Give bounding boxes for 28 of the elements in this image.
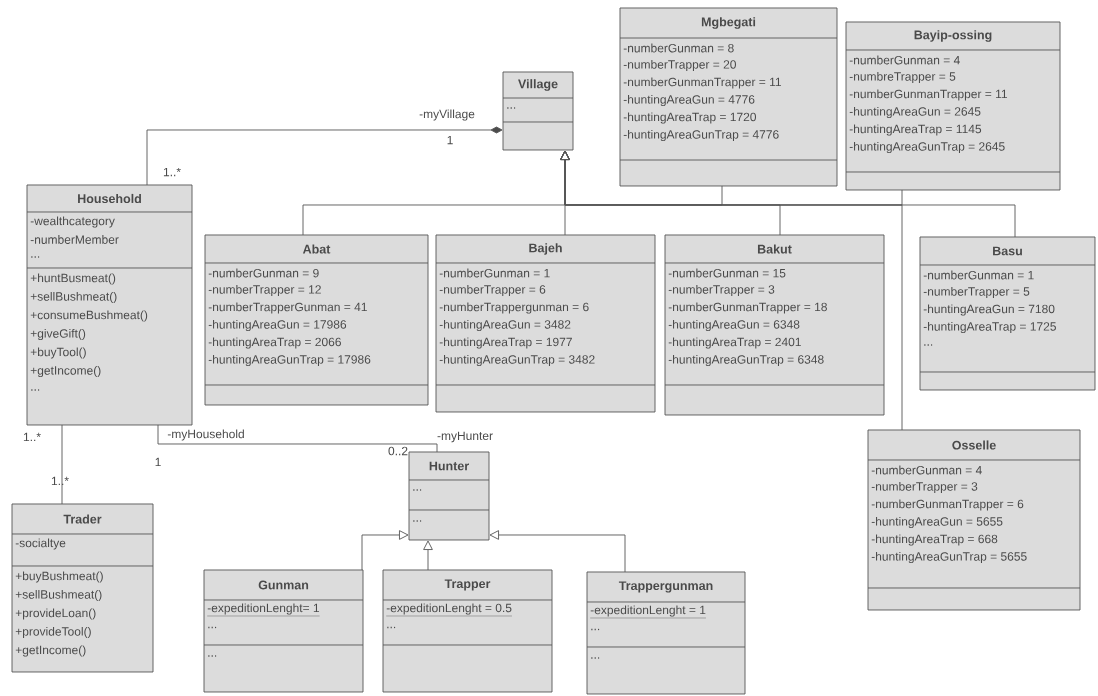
association-line — [157, 424, 438, 453]
class-box: Trapper -expeditionLenght = 0.5 ... — [382, 569, 553, 693]
multiplicity: 0..2 — [388, 446, 408, 456]
generalization-arrow — [361, 530, 409, 571]
role-name: -myHunter — [437, 431, 493, 443]
multiplicity: 1..* — [51, 476, 69, 486]
role-name: -myVillage — [419, 109, 475, 121]
class-box: Bayip-ossing -numberGunman = 4 -numbreTrapper = 5 -numberGunmanTrapper = 11 -huntingAreaGun = 2645 -huntingAreaTrap = 1145 -huntingAreaGunTrap = 2645 — [845, 21, 1061, 191]
generalization-arrow — [423, 540, 433, 571]
class-box: Village ... — [502, 71, 574, 151]
class-box: Basu -numberGunman = 1 -numberTrapper = 5 -huntingAreaGun = 7180 -huntingAreaTrap = 1725 ... — [919, 236, 1096, 391]
composition-line — [146, 126, 503, 186]
class-box: Household -wealthcategory -numberMember ... +huntBusmeat() +sellBushmeat() +consumeBushmeat() +giveGift() +buyTool() +getIncome() ... — [26, 184, 193, 426]
class-box: Abat -numberGunman = 9 -numberTrapper = 12 -numberTrapperGunman = 41 -huntingAreaGun = 17986 -huntingAreaTrap = 2066 -huntingAreaGunTrap = 17986 — [204, 234, 429, 406]
role-name: -myHousehold — [167, 429, 244, 441]
class-box: Bakut -numberGunman = 15 -numberTrapper = 3 -numberGunmanTrapper = 18 -huntingAreaGun = 6348 -huntingAreaTrap = 2401 -huntingAreaGunTrap = 6348 — [664, 234, 885, 416]
class-box: Gunman -expeditionLenght= 1 ... ... — [203, 569, 364, 693]
multiplicity: 1 — [447, 135, 453, 145]
class-box: Bajeh -numberGunman = 1 -numberTrapper = 6 -numberTrappergunman = 6 -huntingAreaGun = 3482 -huntingAreaTrap = 1977 -huntingAreaGunTrap = 3482 — [435, 234, 656, 413]
class-box: Trappergunman -expeditionLenght = 1 ... ... — [586, 571, 746, 695]
generalization-arrow — [489, 530, 626, 573]
generalization-arrow — [560, 150, 903, 431]
class-box: Hunter ... ... — [408, 451, 490, 541]
class-box: Trader -socialtye +buyBushmeat() +sellBushmeat() +provideLoan() +provideTool() +getIncome() — [11, 503, 154, 673]
multiplicity: 1 — [155, 457, 161, 467]
class-box: Osselle -numberGunman = 4 -numberTrapper = 3 -numberGunmanTrapper = 6 -huntingAreaGun = 5655 -huntingAreaTrap = 668 -huntingAreaGunTrap = 5655 — [867, 429, 1081, 611]
class-box: Mgbegati -numberGunman = 8 -numberTrapper = 20 -numberGunmanTrapper = 11 -huntingAreaGun = 4776 -huntingAreaTrap = 1720 -huntingAreaGunTrap = 4776 — [619, 7, 838, 187]
association-line — [61, 424, 63, 505]
